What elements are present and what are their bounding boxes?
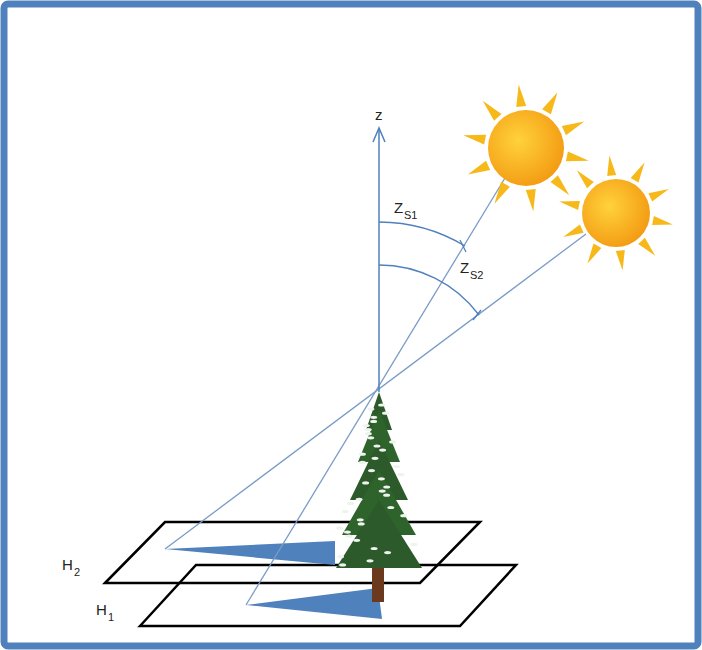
snow xyxy=(346,535,353,538)
frame xyxy=(4,4,698,646)
snow xyxy=(365,428,372,431)
sun xyxy=(582,179,650,247)
snow xyxy=(367,408,374,411)
sun xyxy=(488,110,564,186)
snow xyxy=(411,543,418,546)
sun-ray xyxy=(559,201,580,210)
snow xyxy=(384,551,391,554)
sun-ray xyxy=(566,151,589,161)
snow xyxy=(370,416,377,419)
snow xyxy=(389,440,396,443)
snow xyxy=(379,490,386,493)
z-arrow xyxy=(373,128,385,142)
z-axis xyxy=(378,130,380,392)
snow xyxy=(367,436,374,439)
sun-ray xyxy=(648,189,668,202)
snow xyxy=(339,563,346,566)
arc-tick xyxy=(460,240,466,252)
snow xyxy=(336,526,343,529)
snow xyxy=(368,469,375,472)
shadow-h1 xyxy=(246,588,382,619)
snow xyxy=(337,555,344,558)
snow xyxy=(353,539,360,542)
sun-ray xyxy=(588,244,602,264)
snow xyxy=(378,477,385,480)
snow xyxy=(356,498,363,501)
sun-ray xyxy=(638,238,655,256)
axis-label: H xyxy=(96,602,107,617)
snow xyxy=(387,506,394,509)
sun-ray xyxy=(468,161,490,175)
sun-ray xyxy=(631,163,645,183)
sun-ray xyxy=(551,175,570,195)
snow xyxy=(347,502,354,505)
sun-ray xyxy=(526,189,536,212)
sun-ray xyxy=(563,225,583,238)
snow xyxy=(371,547,378,550)
snow xyxy=(342,510,349,513)
angle-arc-1 xyxy=(379,222,465,246)
snow xyxy=(379,449,386,452)
sun-ray xyxy=(577,170,594,188)
sun-ray xyxy=(516,84,526,107)
sun-rays xyxy=(559,155,673,270)
sun-ray xyxy=(616,250,625,271)
subscript-label: S2 xyxy=(470,270,483,281)
snow xyxy=(359,461,366,464)
sun-ray xyxy=(495,182,510,204)
snow xyxy=(372,457,379,460)
sun-ray xyxy=(542,92,557,114)
sun-rays xyxy=(463,84,588,211)
sun-ray xyxy=(463,135,486,145)
sun-ray-2 xyxy=(165,234,586,549)
sun-ray xyxy=(652,216,673,225)
axis-label: Z xyxy=(460,260,469,275)
sun-ray xyxy=(562,121,584,135)
snow xyxy=(374,444,381,447)
snow xyxy=(382,412,389,415)
snow xyxy=(370,420,377,423)
snow xyxy=(359,453,366,456)
arc-tick xyxy=(473,310,481,320)
snow xyxy=(378,403,385,406)
snow xyxy=(393,465,400,468)
sun-ray xyxy=(607,155,616,176)
snow xyxy=(400,514,407,517)
shadow-h2 xyxy=(165,541,335,565)
snow xyxy=(383,485,390,488)
sun-ray xyxy=(483,101,502,121)
snow xyxy=(357,518,364,521)
axis-label: z xyxy=(375,107,383,122)
axis-label: Z xyxy=(394,200,403,215)
snow xyxy=(358,522,365,525)
axis-label: H xyxy=(62,557,73,572)
plane-h1 xyxy=(140,565,516,626)
subscript-label: 1 xyxy=(108,612,114,623)
snow xyxy=(362,481,369,484)
snow xyxy=(363,424,370,427)
snow xyxy=(398,473,405,476)
snow xyxy=(367,559,374,562)
snow xyxy=(365,432,372,435)
plane-h2 xyxy=(105,522,480,583)
subscript-label: S1 xyxy=(404,210,417,221)
tree xyxy=(336,392,422,602)
subscript-label: 2 xyxy=(74,567,80,578)
snow xyxy=(344,531,351,534)
snow xyxy=(383,494,390,497)
